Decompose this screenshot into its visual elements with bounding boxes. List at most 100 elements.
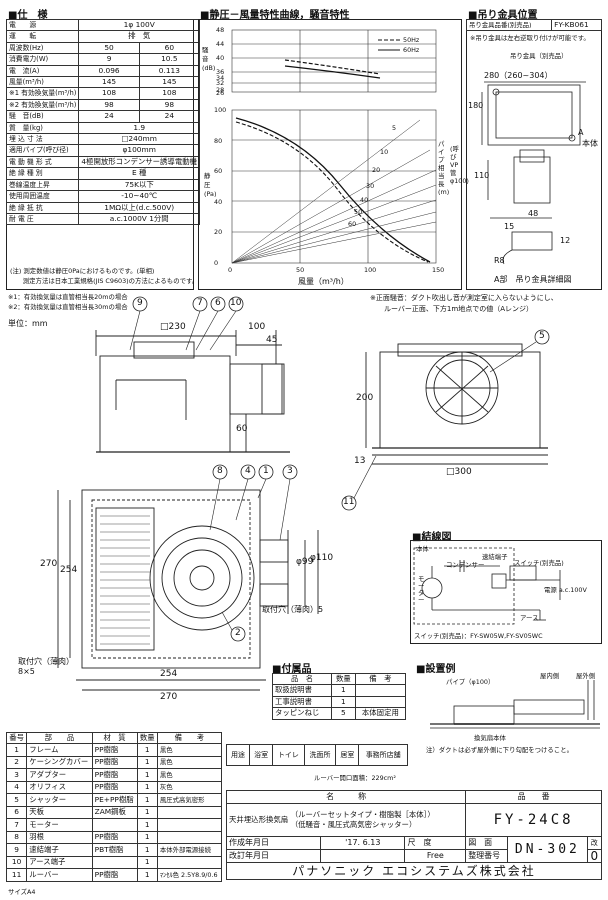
install-title: ■設置例 bbox=[416, 664, 456, 675]
spec-label: 巻線温度上昇 bbox=[5, 178, 80, 192]
tb-made-date: '17. 6.13 bbox=[320, 836, 406, 850]
callout-7: 7 bbox=[197, 298, 203, 308]
parts-qty: 1 bbox=[136, 793, 158, 807]
spec-value: 排 気 bbox=[78, 30, 200, 43]
spec-label: 風量(m³/h) bbox=[5, 76, 80, 89]
parts-note: 本体外部電源接続 bbox=[156, 843, 223, 857]
parts-qty: 1 bbox=[136, 768, 158, 782]
legend-50hz: 50Hz bbox=[403, 36, 420, 44]
axis-tick: 10 bbox=[380, 148, 389, 156]
spec-row: 埋 込 寸 法□240mm bbox=[5, 133, 200, 146]
install-pipe: パイプ（φ100） bbox=[446, 678, 495, 686]
tb-revised-date bbox=[320, 849, 406, 863]
tb-name-2: （ルーバーセットタイプ・樹脂製［本体］） bbox=[290, 810, 435, 819]
pressure-axis-label: 静圧(Pa) bbox=[204, 172, 217, 198]
wiring-earth: アース bbox=[520, 614, 539, 622]
accessory-name: タッピンねじ bbox=[271, 707, 333, 720]
tb-made-label: 作成年月日 bbox=[225, 836, 322, 850]
tb-drawing-no: DN-302 bbox=[507, 836, 588, 863]
dim-254-horizontal: 254 bbox=[160, 669, 178, 679]
pipe-length-label: パイプ相当長(m) bbox=[438, 140, 450, 196]
mount-hole-label: 取付穴（薄肉）5 bbox=[262, 605, 324, 614]
unit-label: 単位：mm bbox=[8, 319, 48, 328]
tb-company: パナソニック エコシステムズ株式会社 bbox=[226, 862, 602, 880]
parts-note bbox=[156, 830, 223, 845]
spec-label: 埋 込 寸 法 bbox=[5, 133, 80, 146]
tb-name-1: 天井埋込形換気扇 bbox=[229, 815, 289, 824]
parts-name: アダプター bbox=[26, 768, 93, 782]
wiring-capacitor: コンデンサー bbox=[446, 561, 485, 569]
callout-3: 3 bbox=[287, 466, 293, 476]
noise-axis-label: 騒音(dB) bbox=[202, 46, 216, 72]
accessory-name: 工事説明書 bbox=[271, 695, 333, 709]
flow-axis-label: 風量（m³/h） bbox=[298, 277, 349, 286]
dim-110-hanger: 110 bbox=[474, 171, 490, 180]
parts-name: 羽根 bbox=[26, 830, 93, 845]
hanger-part-table: 吊り金具品番(別売品)FY-KB061 bbox=[465, 18, 602, 32]
spec-value: □240mm bbox=[78, 133, 200, 146]
spec-label: 周波数(Hz) bbox=[5, 41, 80, 55]
spec-value: 1φ 100V bbox=[78, 18, 200, 32]
callout-11: 11 bbox=[343, 497, 355, 507]
spec-label: 使用周囲温度 bbox=[5, 190, 80, 203]
accessories-title: ■付属品 bbox=[272, 664, 312, 675]
wiring-power: 電源 a.c.100V bbox=[544, 586, 587, 594]
spec-value: 24 bbox=[78, 110, 140, 123]
spec-label: 騒 音(dB) bbox=[5, 110, 80, 123]
hanger-detail-label: A部 吊り金具詳細図 bbox=[494, 275, 572, 284]
axis-tick: 48 bbox=[216, 26, 225, 34]
tb-part-header: 品 番 bbox=[465, 790, 602, 804]
parts-qty: 1 bbox=[136, 843, 158, 857]
axis-tick: 36 bbox=[216, 68, 225, 76]
dim-300: □300 bbox=[446, 467, 472, 477]
spec-value-60hz: 24 bbox=[138, 110, 201, 123]
hanger-part-label: 吊り金具品番(別売品) bbox=[465, 18, 553, 32]
legend-60hz: 60Hz bbox=[403, 46, 420, 54]
parts-mat: PP樹脂 bbox=[91, 868, 138, 882]
spec-value: φ100mm bbox=[78, 144, 200, 157]
tb-drawing-label: 図 面 bbox=[465, 836, 509, 850]
wiring-switch: スイッチ(別売品) bbox=[514, 559, 564, 567]
install-body: 換気扇本体 bbox=[474, 734, 506, 742]
usage-cell: 浴室 bbox=[249, 744, 274, 766]
tb-scale-label: 尺 度 bbox=[404, 836, 467, 850]
axis-tick: 100 bbox=[364, 266, 377, 274]
dim-180: 180 bbox=[468, 101, 484, 110]
page-size: サイズA4 bbox=[8, 888, 36, 896]
curve-frame bbox=[198, 19, 462, 290]
parts-mat: PP樹脂 bbox=[91, 768, 138, 782]
parts-no: 10 bbox=[5, 855, 28, 870]
axis-tick: 44 bbox=[216, 40, 225, 48]
dim-270-horizontal: 270 bbox=[160, 692, 178, 702]
spec-note-1: (注) 測定数値は静圧0Paにおけるものです。(単相) bbox=[10, 267, 155, 275]
parts-mat: PP樹脂 bbox=[91, 755, 138, 770]
parts-name: 速結端子 bbox=[26, 843, 93, 857]
parts-note: 黒色 bbox=[156, 743, 223, 757]
axis-tick: 100 bbox=[214, 106, 227, 114]
parts-mat bbox=[91, 818, 138, 832]
parts-no: 2 bbox=[5, 755, 28, 770]
tb-part-no: FY-24C8 bbox=[465, 803, 602, 837]
parts-note: 灰色 bbox=[156, 780, 223, 795]
spec-value: 1MΩ以上(d.c.500V) bbox=[78, 201, 200, 214]
callout-10: 10 bbox=[230, 298, 242, 308]
axis-tick: 26 bbox=[216, 89, 225, 97]
spec-value-60hz: 108 bbox=[138, 87, 201, 100]
parts-note bbox=[156, 818, 223, 832]
accessory-name: 取扱説明書 bbox=[271, 684, 333, 697]
dim-280: 280（260~304） bbox=[484, 71, 553, 80]
callout-1: 1 bbox=[263, 466, 269, 476]
